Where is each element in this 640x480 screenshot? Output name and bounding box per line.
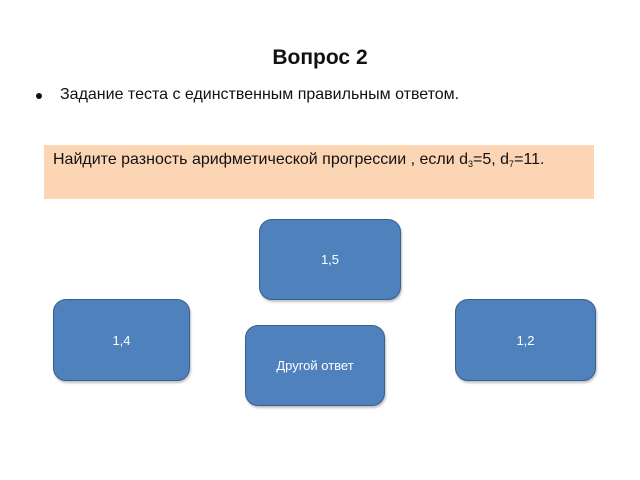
question-text-end: =11. [514,151,545,168]
answer-label: Другой ответ [276,358,354,373]
question-text-mid: =5, d [473,151,510,168]
answer-button-1-4[interactable]: 1,4 [53,299,190,381]
answer-label: 1,4 [112,332,131,348]
slide-title: Вопрос 2 [272,46,368,69]
answer-label: 1,2 [516,332,535,348]
answer-button-other[interactable]: Другой ответ [245,325,385,406]
answer-button-1-2[interactable]: 1,2 [455,299,596,381]
subscript-3: 3 [468,159,474,169]
bullet-text: Задание теста с единственным правильным … [60,86,460,103]
question-box: Найдите разность арифметической прогресс… [44,145,594,199]
subscript-7: 7 [509,159,515,169]
question-text-start: Найдите разность арифметической прогресс… [53,151,468,168]
answer-label: 1,5 [320,252,340,267]
answer-button-1-5[interactable]: 1,5 [259,219,401,300]
bullet-icon [36,92,42,99]
bullet-item: Задание теста с единственным правильным … [36,86,459,104]
